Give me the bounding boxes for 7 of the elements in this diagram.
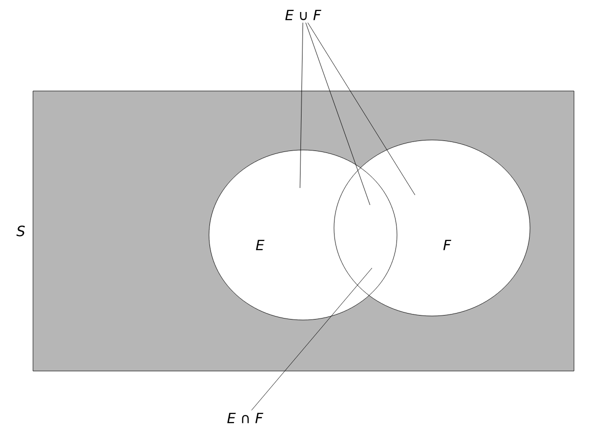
set-label: E ∩ F [227, 412, 264, 424]
leader-line [308, 22, 416, 196]
set-label: E ∪ F [285, 10, 322, 20]
leader-line [251, 268, 372, 411]
leader-line [300, 22, 304, 188]
node-label: S [16, 226, 25, 236]
leader-line [305, 22, 370, 206]
